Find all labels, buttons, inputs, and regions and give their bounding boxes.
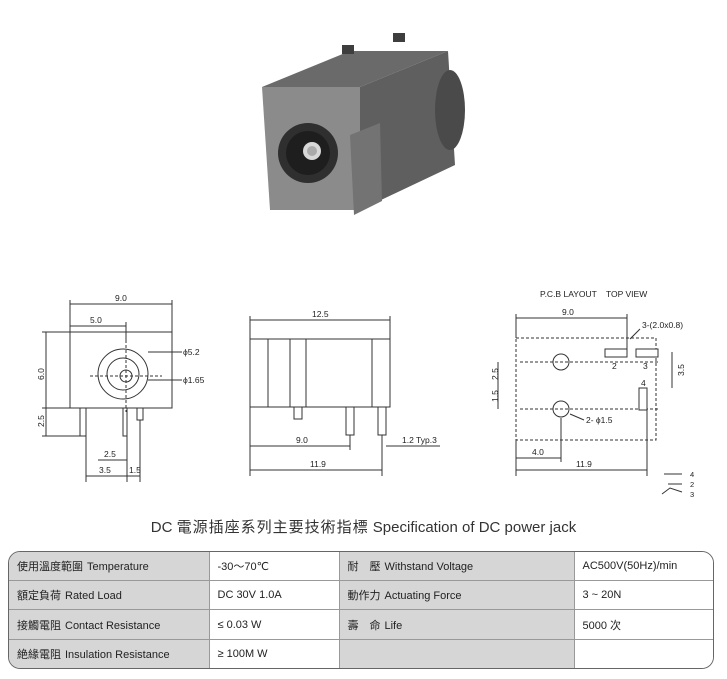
side-view (249, 316, 440, 476)
spec-label (338, 639, 574, 668)
spec-value: -30～70℃ (208, 552, 339, 582)
spec-title-en: Specification of DC power jack (372, 519, 577, 536)
spec-value: 3 ~ 20N (573, 580, 713, 611)
front-hole-outer: ϕ5.2 (183, 347, 200, 357)
pcb-dim-pad: 3-(2.0x0.8) (642, 320, 683, 330)
side-dim-pin-pos: 9.0 (296, 435, 308, 445)
front-dim-center: 5.0 (90, 315, 102, 325)
pcb-title: P.C.B LAYOUT TOP VIEW (540, 289, 647, 299)
side-dim-typ: 1.2 Typ.3 (402, 435, 437, 445)
pcb-pad-2: 2 (612, 361, 617, 371)
pcb-layout (497, 314, 683, 495)
front-dim-pin-height: 2.5 (36, 415, 46, 427)
pcb-dim-bottom2: 11.9 (576, 459, 592, 469)
spec-value: DC 30V 1.0A (208, 580, 339, 611)
spec-title: DC 電源插座系列主要技術指標 Specification of DC powe… (0, 516, 727, 537)
spec-value: 5000 次 (573, 609, 713, 640)
pcb-dim-bottom1: 4.0 (532, 447, 544, 457)
spec-value (573, 639, 713, 668)
front-dim-pin-gap: 2.5 (104, 449, 116, 459)
spec-title-prefix: DC (150, 519, 173, 536)
product-photo (262, 33, 465, 215)
spec-value: AC500V(50Hz)/min (573, 552, 713, 582)
pcb-dim-v1: 2.5 (490, 368, 500, 380)
pcb-dim-hole: 2- ϕ1.5 (586, 415, 613, 425)
pcb-pad-4: 4 (641, 378, 646, 388)
legend-4: 4 (690, 470, 694, 479)
side-dim-total: 11.9 (310, 459, 326, 469)
front-dim-height: 6.0 (36, 368, 46, 380)
spec-title-cn: 電源插座系列主要技術指標 (176, 518, 369, 536)
spec-value: ≥ 100M W (208, 639, 339, 668)
legend-3: 3 (690, 490, 694, 499)
pcb-dim-right: 3.5 (676, 364, 686, 376)
front-view (42, 300, 182, 482)
front-dim-pin-span: 3.5 (99, 465, 111, 475)
side-dim-length: 12.5 (312, 309, 329, 319)
pcb-dim-v2: 1.5 (490, 390, 500, 402)
pcb-dim-width: 9.0 (562, 307, 574, 317)
pcb-pad-3: 3 (643, 361, 648, 371)
front-dim-pin-offset: 1.5 (129, 465, 141, 475)
front-hole-inner: ϕ1.65 (183, 375, 205, 385)
technical-drawings: P.C.B LAYOUT TOP VIEW 9.0 5.0 6.0 2.5 ϕ5… (36, 289, 694, 499)
legend-2: 2 (690, 480, 694, 489)
spec-value: ≤ 0.03 W (208, 609, 339, 640)
front-dim-width: 9.0 (115, 293, 127, 303)
